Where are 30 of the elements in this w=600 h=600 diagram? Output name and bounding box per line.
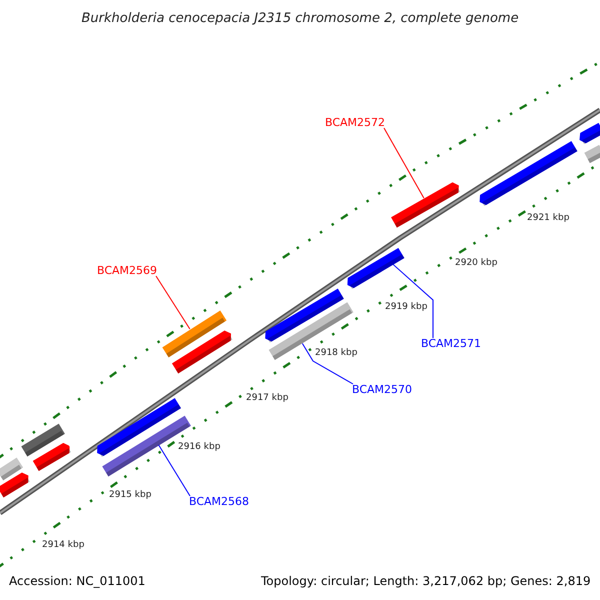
leader-line: [384, 128, 424, 199]
title: Burkholderia cenocepacia J2315 chromosome 2, complete genome: [82, 10, 519, 26]
gene-label: BCAM2572: [325, 116, 386, 128]
leader-line: [158, 444, 190, 496]
gene-label: BCAM2570: [352, 382, 412, 396]
gene-bar: [0, 470, 32, 498]
gene-bar: [172, 328, 234, 374]
gene-label: BCAM2571: [421, 336, 482, 350]
position-label: 2920 kbp: [455, 258, 498, 268]
gene-label: BCAM2568: [189, 494, 250, 508]
position-label: 2915 kbp: [109, 490, 152, 500]
footer-text: Topology: circular; Length: 3,217,062 bp; Genes: 2,819: [261, 574, 591, 588]
gene-bar: [391, 180, 462, 228]
leader-line: [302, 343, 354, 384]
gene-bar: [162, 310, 226, 358]
gene-bar: [20, 422, 66, 456]
gene-bar: [476, 140, 578, 208]
position-label: 2918 kbp: [315, 348, 358, 358]
footer-text: Accession: NC_011001: [9, 574, 146, 588]
leader-line: [156, 276, 190, 330]
position-label: 2917 kbp: [246, 393, 288, 403]
gene-bar: [32, 440, 74, 472]
gene-bar: [577, 122, 600, 146]
gene-bar: [584, 144, 600, 164]
gene-label: BCAM2569: [97, 264, 158, 276]
leader-line: [392, 264, 434, 338]
position-label: 2914 kbp: [42, 540, 84, 550]
position-label: 2916 kbp: [178, 442, 220, 452]
gene-bar: [0, 456, 24, 480]
position-label: 2919 kbp: [385, 302, 428, 312]
